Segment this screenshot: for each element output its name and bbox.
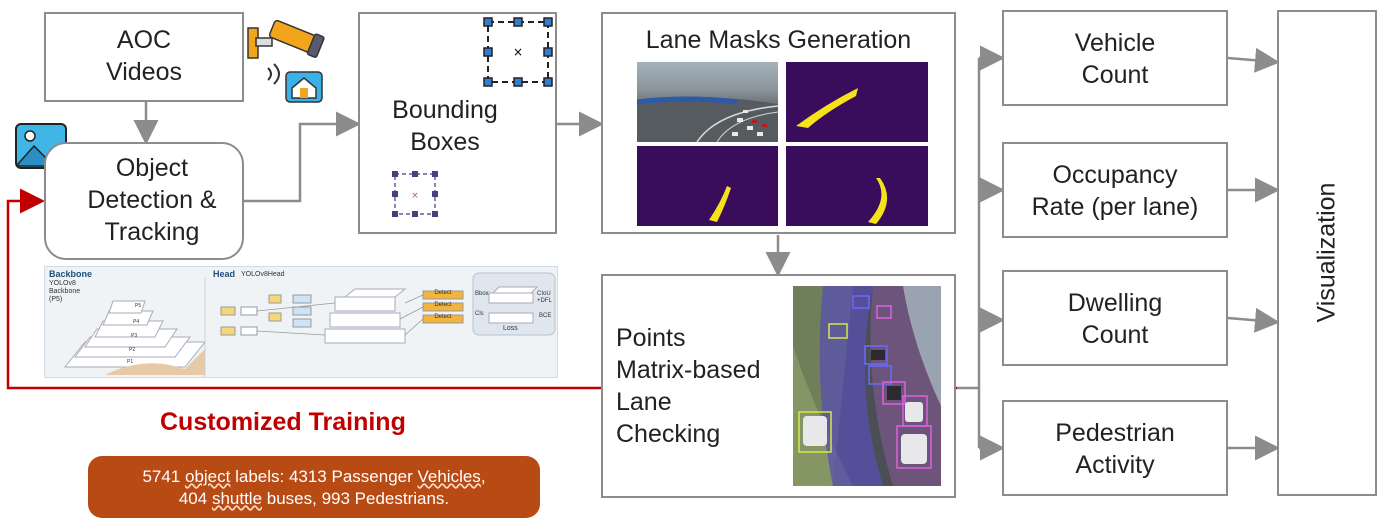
yolo-layer-p2: P2	[129, 347, 136, 353]
yolo-detect-2: Detect	[434, 302, 452, 308]
object-detection-label: Object Detection & Tracking	[60, 152, 244, 248]
dwelling-line1: Dwelling	[1067, 289, 1163, 317]
aoc-line2: Videos	[106, 58, 182, 86]
lane-mask-2-shape	[709, 186, 731, 222]
pedestrian-line1: Pedestrian	[1055, 419, 1175, 447]
dwelling-count-label: Dwelling Count	[1002, 287, 1228, 351]
feedback-training-arrow	[6, 188, 957, 390]
yolo-dfl: +DFL	[537, 298, 552, 304]
yolo-detect-1: Detect	[434, 290, 452, 296]
highway-photo	[637, 62, 778, 142]
bounding-boxes-label: Bounding Boxes	[380, 94, 510, 158]
lane-checking-photo	[793, 286, 941, 486]
visualization-label: Visualization	[1312, 182, 1341, 323]
pedestrian-activity-box	[1002, 400, 1228, 496]
svg-text:×: ×	[513, 45, 523, 59]
od-line3: Tracking	[104, 218, 200, 246]
bbox-line2: Boxes	[410, 128, 480, 156]
yolo-architecture-figure: Backbone YOLOv8 Backbone (P5) Head YOLOv…	[44, 266, 558, 378]
lane-mask-3	[786, 146, 928, 226]
aoc-line1: AOC	[116, 26, 172, 54]
yolo-layer-p4: P4	[133, 319, 140, 325]
bounding-box-icon-large: ×	[483, 17, 553, 87]
yolo-bbox: Bbox	[475, 291, 489, 297]
yolo-backbone-sub3: (P5)	[49, 296, 63, 303]
arrow-detection-to-bbox	[244, 111, 361, 203]
lane-mask-2	[637, 146, 778, 226]
od-line1: Object	[115, 154, 189, 182]
visualization-box	[1277, 10, 1377, 496]
points-line3: Lane	[616, 388, 672, 416]
yolo-backbone-sub2: Backbone	[49, 288, 81, 295]
points-line1: Points	[616, 324, 686, 352]
lane-checking-label: Points Matrix-based Lane Checking	[616, 322, 796, 450]
yolo-bce: BCE	[539, 313, 552, 319]
od-line2: Detection &	[87, 186, 217, 214]
points-line4: Checking	[616, 420, 721, 448]
dwelling-count-box	[1002, 270, 1228, 366]
vehicle-line1: Vehicle	[1074, 29, 1156, 57]
yolo-layer-p1: P1	[127, 359, 134, 365]
pedestrian-activity-label: Pedestrian Activity	[1002, 417, 1228, 481]
lane-checking-photo-graphic	[793, 286, 941, 486]
aoc-videos-box	[44, 12, 244, 102]
yolo-head-title: Head	[213, 269, 236, 279]
training-stats-badge: 5741 object labels: 4313 Passenger Vehic…	[88, 456, 540, 518]
svg-text:×: ×	[411, 191, 419, 201]
yolo-cls: Cls	[475, 311, 484, 317]
dwelling-line2: Count	[1081, 321, 1149, 349]
lane-mask-1	[786, 62, 928, 142]
yolo-layer-p3: P3	[131, 333, 138, 339]
lane-mask-3-shape	[868, 178, 888, 224]
lane-mask-1-shape	[796, 88, 858, 128]
training-stats-line1: 5741 object labels: 4313 Passenger Vehic…	[142, 467, 486, 486]
yolo-head-sub: YOLOv8Head	[241, 271, 285, 278]
yolo-backbone-sub1: YOLOv8	[49, 280, 76, 287]
vehicle-count-box	[1002, 10, 1228, 106]
yolo-backbone-title: Backbone	[49, 269, 93, 279]
yolo-loss: Loss	[503, 325, 518, 332]
bounding-box-icon-small: ×	[392, 171, 438, 217]
pedestrian-line2: Activity	[1075, 451, 1155, 479]
highway-photo-graphic	[637, 96, 778, 142]
bounding-boxes-box	[358, 12, 557, 234]
lane-masks-title: Lane Masks Generation	[645, 26, 912, 54]
vehicle-count-label: Vehicle Count	[1002, 27, 1228, 91]
occupancy-rate-label: Occupancy Rate (per lane)	[1002, 159, 1228, 223]
training-stats-line2: 404 shuttle buses, 993 Pedestrians.	[178, 489, 450, 508]
bbox-line1: Bounding	[392, 96, 498, 124]
points-line2: Matrix-based	[616, 356, 761, 384]
occupancy-line1: Occupancy	[1052, 161, 1178, 189]
customized-training-title: Customized Training	[160, 408, 406, 436]
object-detection-box	[44, 142, 244, 260]
aoc-videos-label: AOC Videos	[44, 24, 244, 88]
yolo-layer-p5: P5	[135, 303, 142, 309]
arrow-dwelling-to-vis	[1227, 307, 1280, 333]
yolo-detect-3: Detect	[434, 314, 452, 320]
vehicle-line2: Count	[1081, 61, 1149, 89]
occupancy-rate-box	[1002, 142, 1228, 238]
yolo-ciou: CIoU	[537, 291, 551, 297]
arrow-vehicle-to-vis	[1227, 47, 1280, 73]
yolo-diagram-graphic	[63, 272, 556, 377]
occupancy-line2: Rate (per lane)	[1031, 193, 1199, 221]
cctv-camera-icon	[247, 19, 325, 103]
